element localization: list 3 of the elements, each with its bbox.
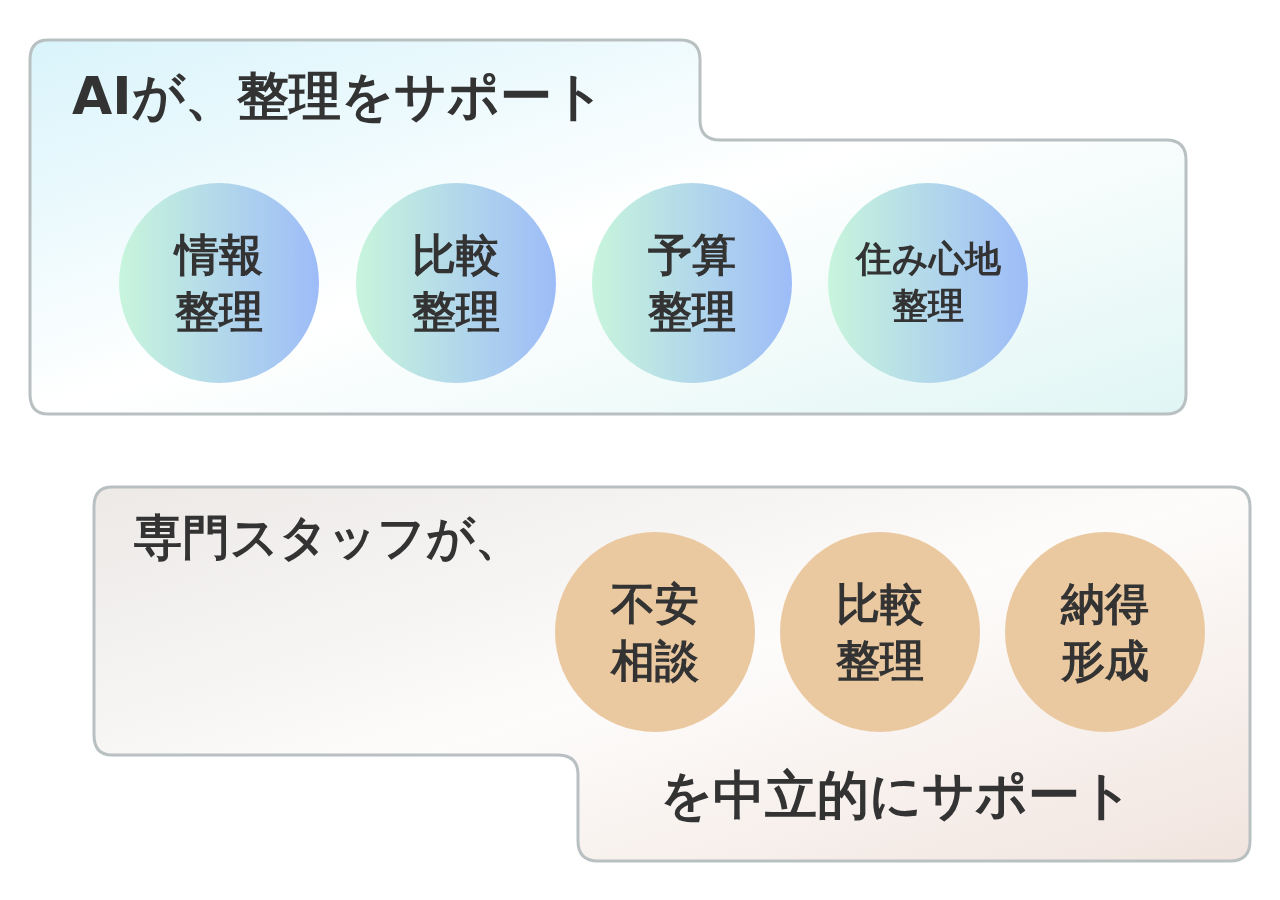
- panel-heading: 専門スタッフが、: [134, 511, 523, 564]
- panel-heading: AIが、整理をサポート: [72, 68, 605, 126]
- panel-caption: を中立的にサポート: [660, 767, 1133, 825]
